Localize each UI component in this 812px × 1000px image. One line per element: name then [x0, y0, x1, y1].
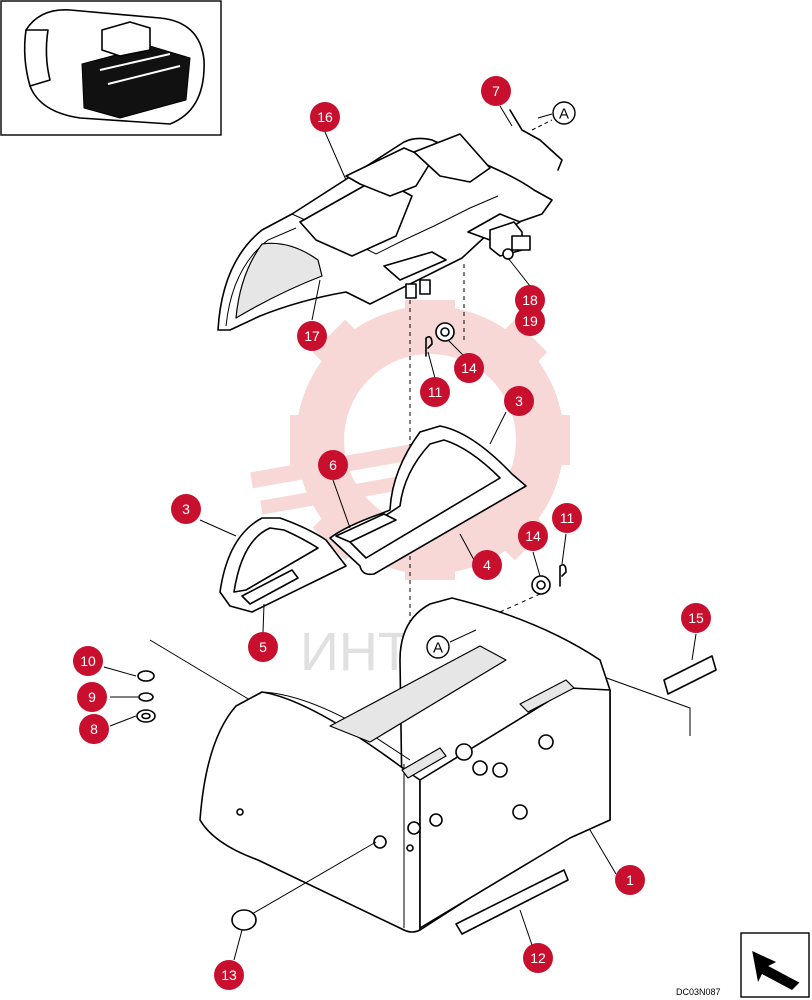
callout-badge: 13	[214, 960, 244, 990]
callout-badge: 9	[77, 682, 107, 712]
seat-frame	[219, 425, 527, 613]
callout-badge: 3	[504, 386, 534, 416]
callout-circle	[79, 714, 109, 744]
callout-circle	[454, 353, 484, 383]
callout-circle	[515, 285, 545, 315]
callout-badge: 19	[515, 306, 545, 336]
callout-circle	[171, 494, 201, 524]
reference-marker-lower: A	[426, 629, 477, 659]
bolt-washers	[136, 670, 156, 723]
callout-badge: 10	[73, 646, 103, 676]
callout-badge: 14	[518, 521, 548, 551]
callout-badge: 7	[481, 76, 511, 106]
callout-circle	[77, 682, 107, 712]
callout-number: 12	[530, 950, 546, 966]
seat-cushion-top	[217, 133, 553, 331]
callout-badge: 11	[552, 503, 582, 533]
reference-marker-label: A	[559, 106, 569, 123]
location-inset	[0, 0, 222, 136]
callout-number: 1	[626, 872, 634, 888]
callout-circle	[318, 450, 348, 480]
trim-strip	[663, 655, 717, 695]
lower-hardware	[531, 564, 567, 595]
callout-circle	[523, 943, 553, 973]
bottom-strip	[455, 869, 569, 935]
callout-badge: 12	[523, 943, 553, 973]
lock-rod	[509, 109, 563, 171]
reference-marker-label: A	[433, 640, 443, 657]
callout-circle	[518, 521, 548, 551]
callout-circle	[297, 321, 327, 351]
callout-badge: 8	[79, 714, 109, 744]
callout-circle	[552, 503, 582, 533]
drain-plug	[231, 841, 377, 931]
callout-circle	[472, 550, 502, 580]
callout-number: 5	[259, 639, 267, 655]
callout-number: 13	[221, 967, 237, 983]
callout-number: 3	[515, 393, 523, 409]
callout-badge: 11	[420, 377, 450, 407]
callout-number: 8	[90, 721, 98, 737]
callout-badge: 14	[454, 353, 484, 383]
callout-number: 14	[461, 360, 477, 376]
callout-number: 10	[80, 653, 96, 669]
callout-badge: 18	[515, 285, 545, 315]
callout-badge: 5	[248, 632, 278, 662]
callout-number: 11	[560, 510, 575, 526]
callout-badge: 17	[297, 321, 327, 351]
callout-number: 14	[525, 528, 541, 544]
callout-number: 18	[522, 292, 538, 308]
callout-number: 9	[88, 689, 96, 705]
callout-badge: 15	[681, 603, 711, 633]
callout-circle	[214, 960, 244, 990]
callout-number: 11	[428, 384, 443, 400]
callout-circle	[615, 865, 645, 895]
callout-number: 16	[317, 109, 333, 125]
next-page-arrow-icon[interactable]	[740, 932, 810, 998]
callout-badges: 19 16 7 18 17 14 11 3 6 3 14 11 4 5 15 10 9 8 1 12 13	[73, 76, 711, 990]
drawing-code: DC03N087	[676, 987, 721, 997]
callout-badge: 3	[171, 494, 201, 524]
callout-circle	[310, 102, 340, 132]
callout-badge: 1	[615, 865, 645, 895]
callout-number: 17	[304, 328, 320, 344]
callout-number: 3	[182, 501, 190, 517]
callout-circle	[504, 386, 534, 416]
callout-badge: 16	[310, 102, 340, 132]
watermark-gear-icon	[250, 300, 570, 580]
callout-badge: 4	[472, 550, 502, 580]
callout-circle	[681, 603, 711, 633]
callout-number: 19	[522, 313, 538, 329]
callout-number: 15	[688, 610, 704, 626]
upper-hardware	[425, 322, 455, 357]
callout-number: 4	[483, 557, 491, 573]
callout-number: 6	[329, 457, 337, 473]
callout-circle	[481, 76, 511, 106]
seat-base-box	[199, 597, 611, 933]
reference-marker-upper: A	[537, 101, 576, 125]
callout-circle	[248, 632, 278, 662]
callout-number: 7	[492, 83, 500, 99]
callout-circle	[515, 306, 545, 336]
callout-circle	[420, 377, 450, 407]
leader-lines	[103, 105, 697, 961]
callout-circle	[73, 646, 103, 676]
callout-badge: 6	[318, 450, 348, 480]
